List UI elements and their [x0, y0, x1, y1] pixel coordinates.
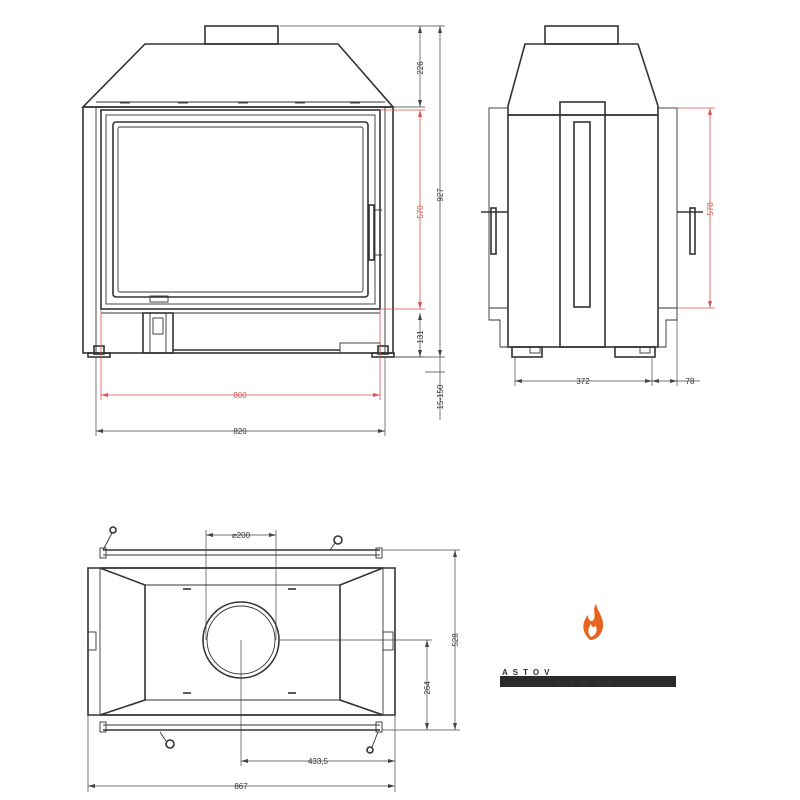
side-hood — [507, 43, 659, 116]
dim-top-depth: 528 — [451, 633, 460, 647]
dim-front-leg-height: 15-150 — [436, 384, 445, 409]
dim-front-door-height: 570 — [416, 205, 425, 219]
dim-front-total-height: 927 — [436, 188, 445, 202]
dim-side-depth: 372 — [576, 377, 590, 386]
dim-top-total-width: 867 — [234, 782, 248, 791]
front-ash-bracket — [142, 312, 174, 354]
front-hood — [81, 43, 395, 108]
side-air-slot — [573, 121, 591, 308]
dim-front-hood-height: 226 — [416, 61, 425, 75]
front-door — [100, 109, 381, 310]
dim-side-door-height: 570 — [706, 202, 715, 216]
flame-icon — [583, 604, 604, 640]
top-body-inner — [99, 567, 384, 716]
top-bolt-tl — [109, 526, 117, 534]
front-door-handle — [368, 204, 382, 261]
astov-logo: ASTOV KAMIN — [500, 604, 676, 687]
top-hook-bl — [165, 739, 175, 749]
top-hook-tr — [333, 535, 343, 545]
side-flue-collar — [544, 25, 619, 45]
side-handle-left — [481, 207, 508, 255]
front-view: 570 226 131 927 15-150 800 — [81, 25, 445, 436]
front-flue-collar — [204, 25, 279, 45]
side-view: 570 372 78 — [481, 25, 715, 386]
top-view: ⌀200 528 264 433,5 867 — [87, 526, 460, 792]
top-bolt-br — [366, 746, 374, 754]
logo-brand-text: ASTOV — [502, 668, 554, 677]
side-feet — [511, 346, 656, 358]
side-air-channel — [559, 101, 606, 348]
dim-front-lower-height: 131 — [416, 330, 425, 344]
front-glass — [112, 121, 369, 298]
front-feet — [87, 345, 395, 358]
side-body — [507, 114, 659, 348]
dim-front-total-width: 820 — [233, 427, 247, 436]
front-body — [82, 106, 394, 354]
top-body-outer — [87, 567, 396, 716]
dim-top-flue-diameter: ⌀200 — [232, 531, 251, 540]
dim-side-handle-offset: 78 — [686, 377, 695, 386]
dim-top-flue-center-depth: 264 — [423, 681, 432, 695]
dim-top-flue-center-width: 433,5 — [308, 757, 329, 766]
logo-sub-text: KAMIN — [555, 678, 621, 687]
side-handle-right — [677, 207, 703, 255]
dim-front-door-width: 800 — [233, 391, 247, 400]
